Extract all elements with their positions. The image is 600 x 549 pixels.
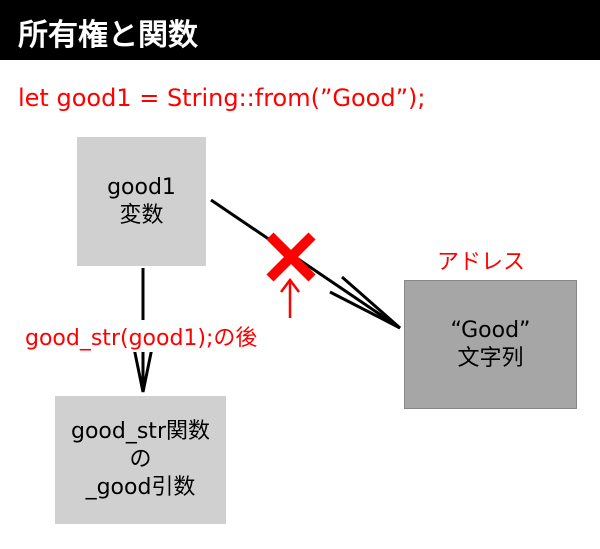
address-label: アドレス [437, 250, 526, 275]
string-value: “Good” [450, 317, 531, 343]
pointer-arrow [210, 198, 401, 330]
parameter-line1: good_str関数 [71, 419, 210, 444]
page-title: 所有権と関数 [18, 18, 198, 53]
up-arrow-icon [280, 277, 300, 318]
variable-name: good1 [107, 174, 176, 200]
string-label: 文字列 [457, 345, 524, 371]
parameter-line3: _good引数 [85, 475, 196, 500]
parameter-box: good_str関数 の _good引数 [55, 396, 226, 524]
parameter-line2: の [129, 447, 152, 472]
pointer-arrow-head [329, 275, 401, 330]
up-arrow-head [280, 277, 300, 293]
cross-icon [266, 232, 316, 282]
string-box: “Good” 文字列 [404, 280, 577, 409]
move-arrow-head [132, 347, 154, 393]
pointer-arrow-shaft [210, 198, 401, 330]
header-bar: 所有権と関数 [0, 0, 600, 60]
code-line: let good1 = String::from(”Good”); [18, 84, 426, 112]
variable-label: 変数 [119, 202, 164, 228]
variable-box: good1 変数 [77, 137, 206, 266]
cross-stroke-2 [266, 232, 316, 282]
call-label: good_str(good1);の後 [25, 320, 258, 352]
